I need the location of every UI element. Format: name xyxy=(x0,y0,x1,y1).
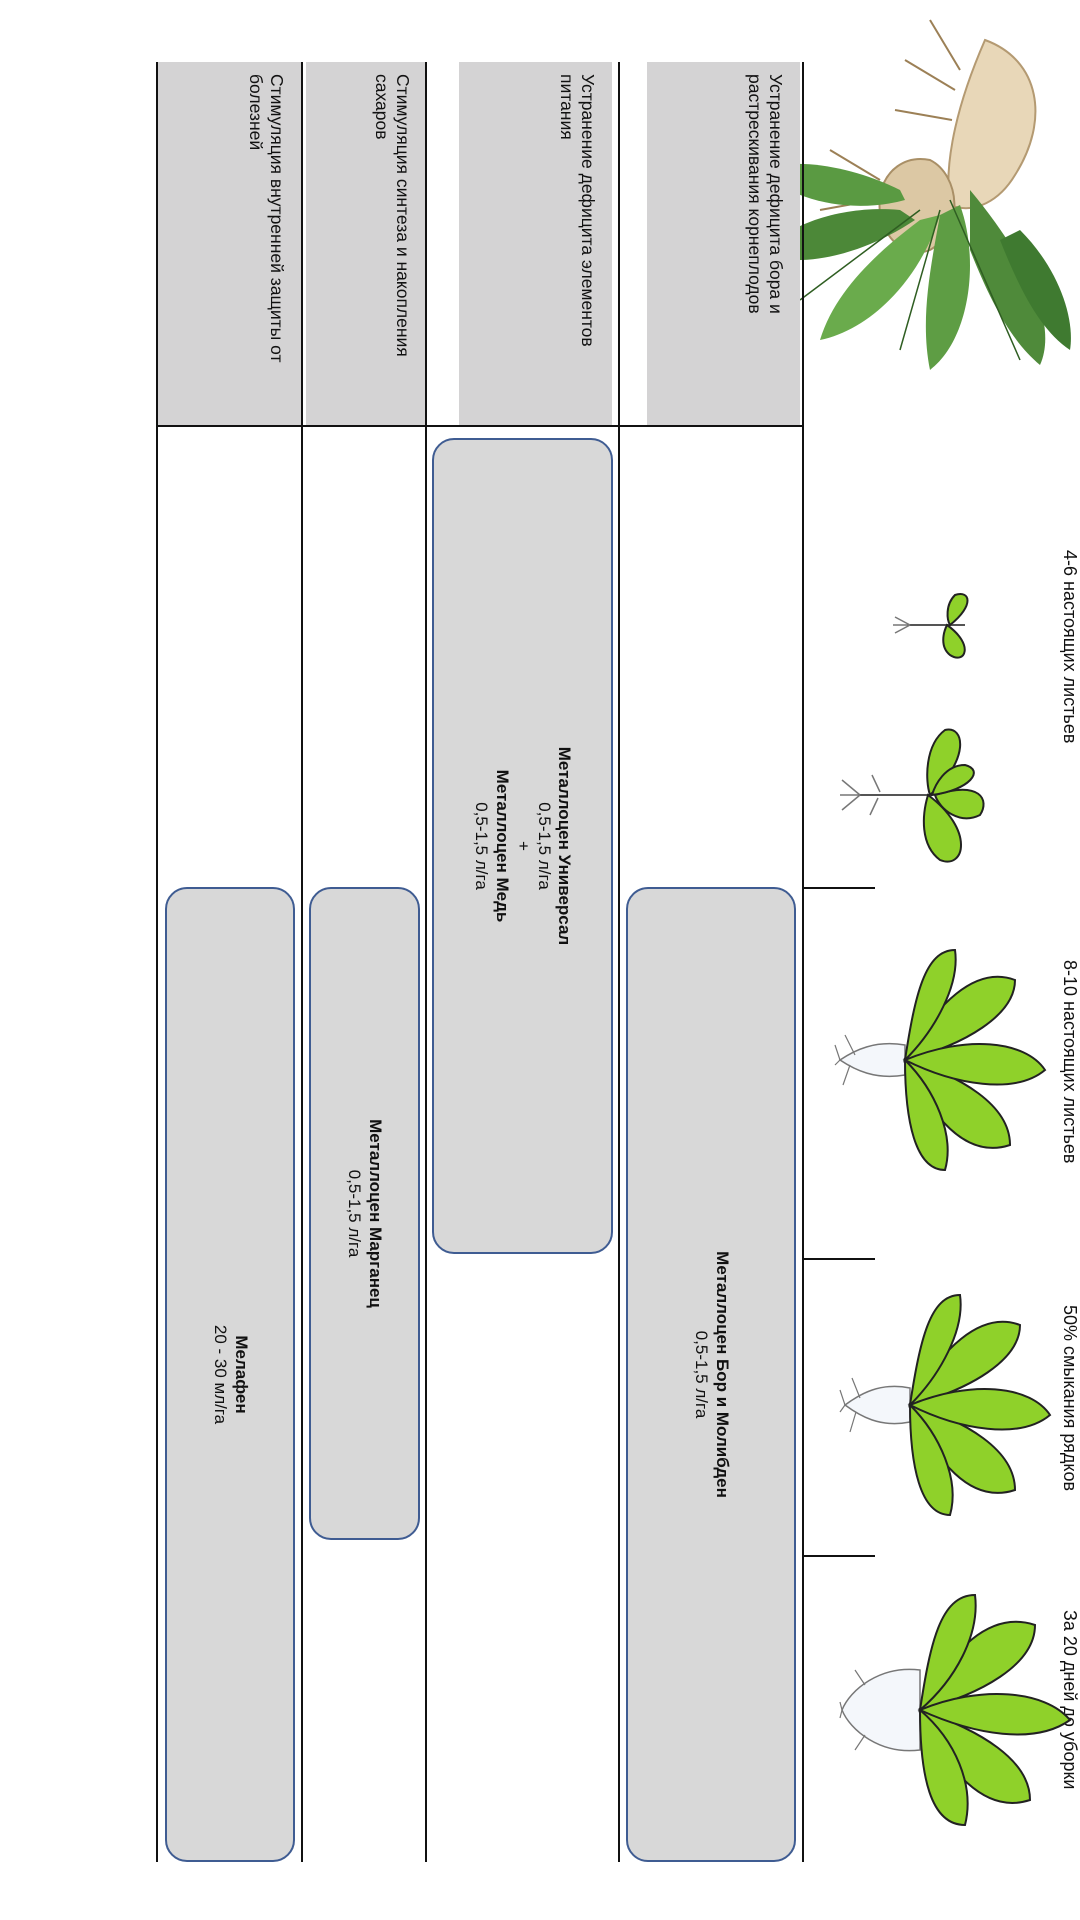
plus-sign: + xyxy=(513,841,533,851)
sugar-beet-photo xyxy=(760,19,1071,370)
treatment-box-bor-molibden: Металлоцен Бор и Молибден 0,5-1,5 л/га xyxy=(626,887,796,1862)
seedling-illustration xyxy=(840,728,985,863)
treatment-dose: 0,5-1,5 л/га xyxy=(692,1330,711,1419)
row-divider xyxy=(425,62,427,1862)
treatment-name: Металлоцен Бор и Молибден xyxy=(712,1251,732,1498)
row-divider xyxy=(301,62,303,1862)
stage-label: 4-6 настоящих листьев xyxy=(1060,550,1080,744)
column-divider xyxy=(158,425,804,427)
row-divider xyxy=(156,62,158,1862)
stage-divider xyxy=(803,887,875,889)
treatment-dose: 0,5-1,5 л/га xyxy=(345,1169,365,1258)
stage-label: 50% смыкания рядков xyxy=(1060,1305,1080,1492)
treatment-box-marganec: Металлоцен Марганец 0,5-1,5 л/га xyxy=(309,887,420,1540)
treatment-box-melafen: Мелафен 20 - 30 мл/га xyxy=(165,887,295,1862)
plant-row-closure-illustration xyxy=(839,1293,1052,1517)
stage-label: 8-10 настоящих листьев xyxy=(1060,960,1080,1164)
plant-8-10-leaves-illustration xyxy=(834,948,1047,1172)
treatment-name: Металлоцен Марганец xyxy=(366,1119,386,1308)
category-header: Устранение дефицита элементов питания xyxy=(459,62,612,425)
category-header: Стимуляция синтеза и накопления сахаров xyxy=(306,62,427,425)
treatment-dose: 20 - 30 мл/га xyxy=(211,1324,230,1425)
treatment-name: Металлоцен Универсал xyxy=(555,746,575,946)
treatment-dose: 0,5-1,5 л/га xyxy=(534,802,554,890)
category-header: Устранение дефицита бора и растрескивани… xyxy=(647,62,800,425)
treatment-name: Мелафен xyxy=(231,1335,251,1414)
row-divider xyxy=(802,62,804,1862)
seedling-small-illustration xyxy=(893,593,969,659)
treatment-box-universal-med: Металлоцен Универсал 0,5-1,5 л/га + Мета… xyxy=(432,438,613,1254)
treatment-name: Металлоцен Медь xyxy=(493,769,513,923)
category-header: Стимуляция внутренней защиты от болезней xyxy=(158,62,301,425)
treatment-dose: 0,5-1,5 л/га xyxy=(472,802,492,890)
stage-divider xyxy=(803,1258,875,1260)
mature-beet-illustration xyxy=(839,1593,1072,1827)
row-divider xyxy=(618,62,620,1862)
stage-divider xyxy=(803,1555,875,1557)
